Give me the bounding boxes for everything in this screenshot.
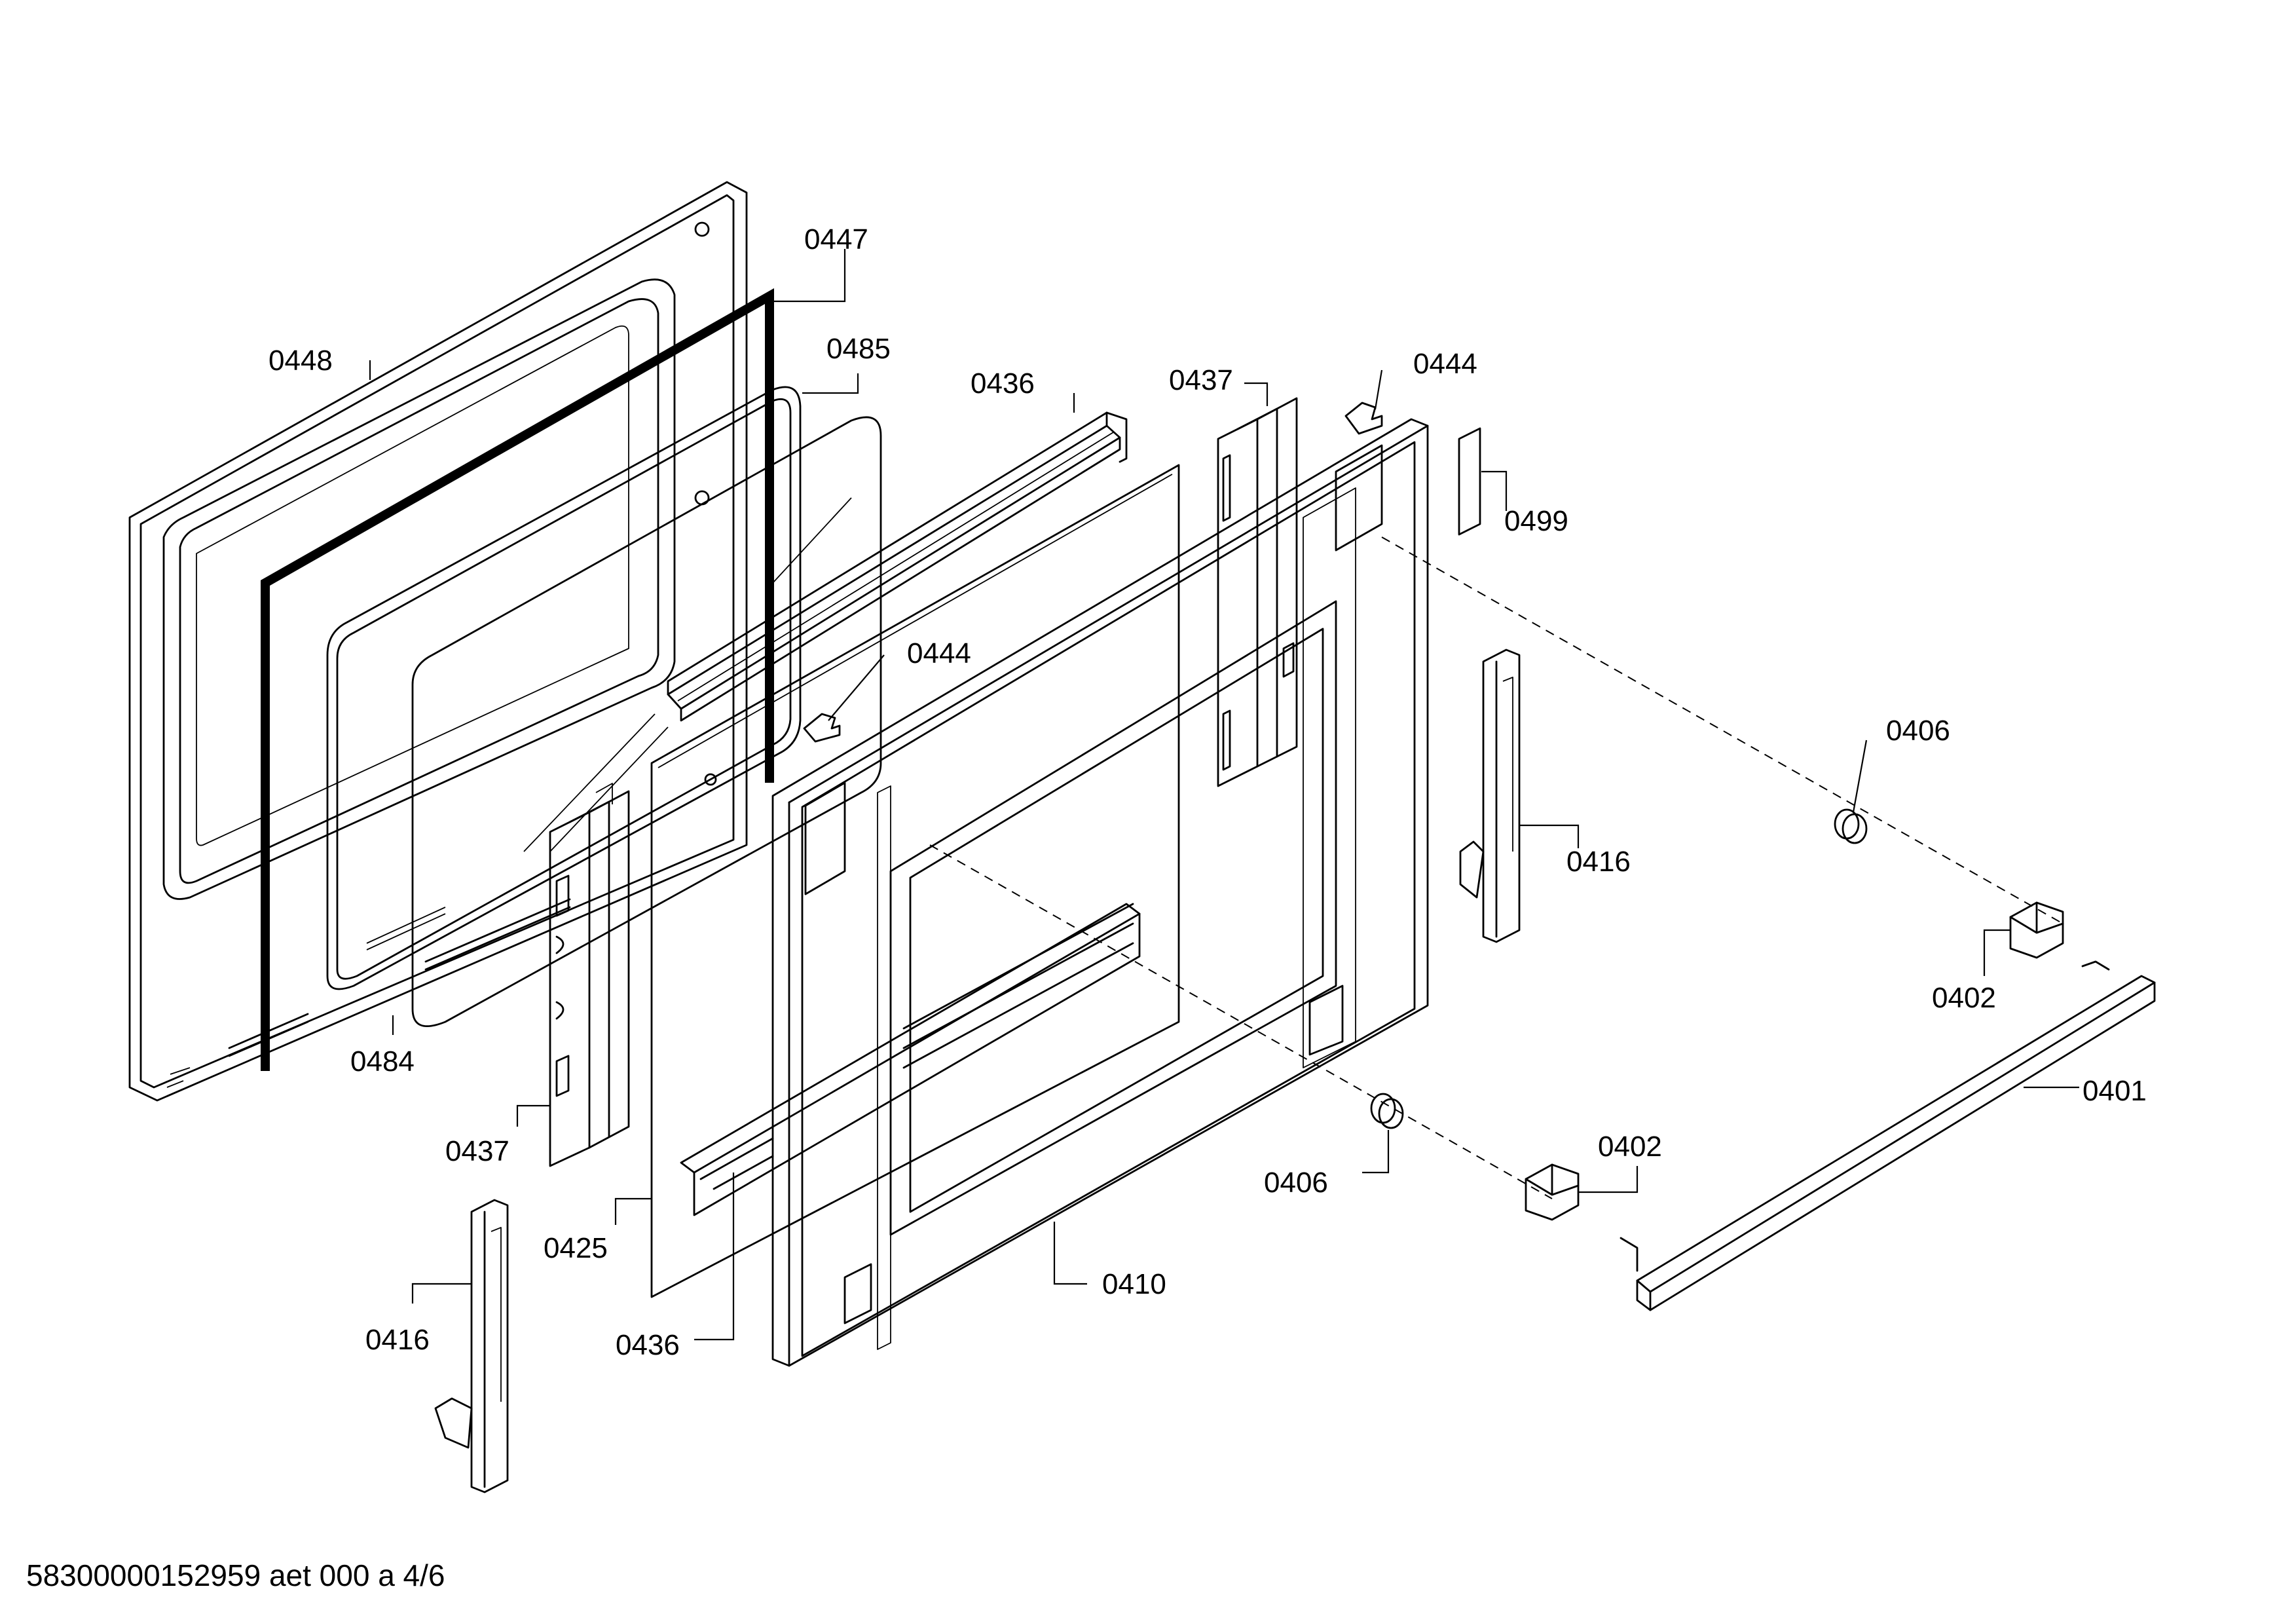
assembly-lines [929, 536, 2064, 1199]
part-0484-glass-pane [411, 416, 882, 1028]
label-0402-bottom: 0402 [1598, 1131, 1662, 1163]
document-footer-id: 58300000152959 aet 000 a 4/6 [26, 1558, 445, 1592]
part-0436-bottom-rail [680, 903, 1141, 1216]
part-0406-knob-right [1834, 808, 1868, 844]
part-0425-glass [650, 464, 1180, 1298]
label-0436-top: 0436 [971, 367, 1035, 400]
label-0447: 0447 [804, 223, 868, 255]
part-labels: 0448 0447 0485 0436 0437 0444 0499 0444 … [268, 223, 2147, 1361]
part-0401-handle [1620, 960, 2156, 1311]
part-0416-hinge-right [1459, 648, 1521, 943]
part-0444-clip-mid [803, 713, 841, 743]
part-0437-bracket-upper [1217, 397, 1298, 787]
label-0406-bottom: 0406 [1264, 1167, 1328, 1199]
label-0437-top: 0437 [1169, 364, 1233, 396]
part-0444-clip-top [1344, 402, 1383, 435]
part-0499-strip [1458, 427, 1481, 536]
part-0416-hinge-left [434, 1199, 509, 1493]
part-0437-bracket-lower [549, 783, 630, 1167]
label-0484: 0484 [350, 1045, 415, 1078]
label-0436-bottom: 0436 [616, 1329, 680, 1361]
label-0401: 0401 [2083, 1075, 2147, 1107]
part-0447-seal [261, 288, 774, 1071]
leader-lines [369, 249, 2079, 1341]
part-0436-top-rail [667, 411, 1128, 722]
part-0410-outer-frame [771, 418, 1429, 1367]
label-0416-right: 0416 [1566, 846, 1631, 878]
label-0406-right: 0406 [1886, 715, 1950, 747]
label-0425: 0425 [544, 1232, 608, 1264]
label-0402-right: 0402 [1932, 982, 1996, 1014]
label-0410: 0410 [1102, 1268, 1166, 1300]
label-0444-mid: 0444 [907, 637, 971, 669]
part-0448-inner-panel [128, 181, 748, 1102]
label-0444-top: 0444 [1413, 348, 1477, 380]
part-0406-knob-bottom [1370, 1093, 1404, 1129]
label-0416-left: 0416 [365, 1324, 430, 1356]
label-0499: 0499 [1504, 505, 1568, 537]
part-0485-glass-frame [326, 386, 802, 990]
label-0485: 0485 [826, 333, 891, 365]
label-0448: 0448 [268, 345, 333, 377]
part-0402-cap-bottom [1525, 1163, 1580, 1221]
label-0437-bottom: 0437 [445, 1135, 509, 1167]
part-0402-cap-right [2009, 901, 2064, 959]
